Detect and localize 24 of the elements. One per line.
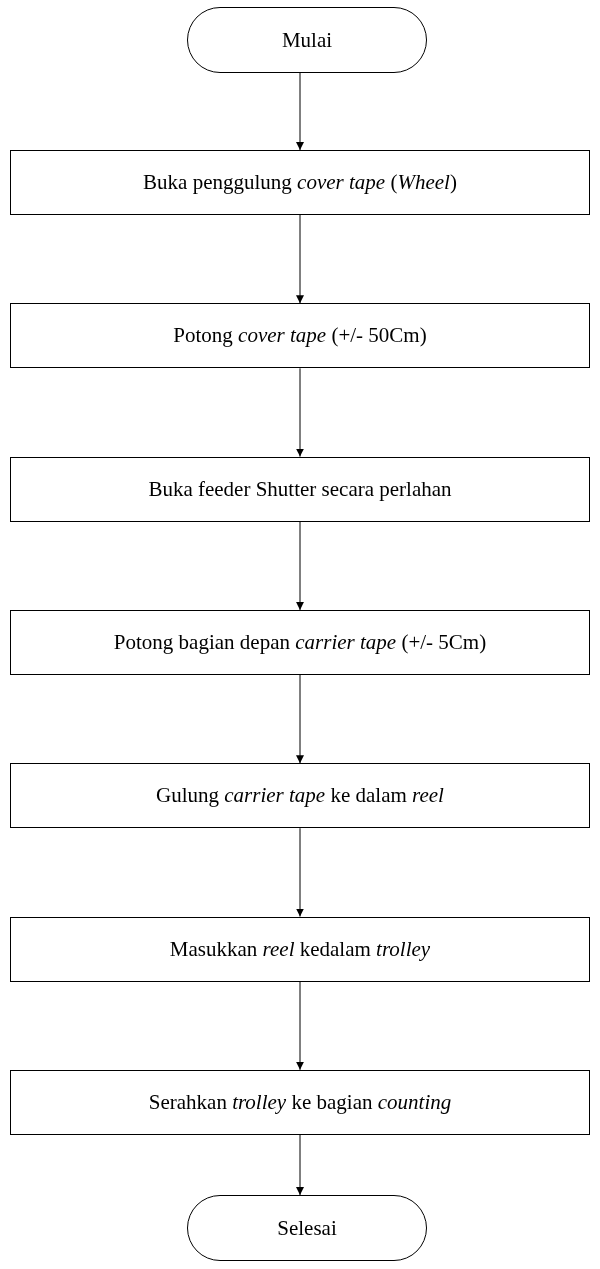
- step-text: Potong cover tape (+/- 50Cm): [173, 323, 427, 349]
- arrow: [296, 1134, 304, 1196]
- arrow: [296, 367, 304, 458]
- step-text: Mulai: [281, 27, 333, 53]
- step-text: Potong bagian depan carrier tape (+/- 5Cm): [113, 629, 487, 655]
- step-text: Buka feeder Shutter secara perlahan: [148, 476, 452, 502]
- arrow: [296, 72, 304, 151]
- arrow: [296, 674, 304, 764]
- process-box: [10, 150, 590, 215]
- step-text: Selesai: [277, 1215, 337, 1241]
- arrow: [296, 521, 304, 611]
- process-box: [10, 916, 590, 982]
- step-text: Buka penggulung cover tape (Wheel): [143, 170, 457, 195]
- arrow: [296, 214, 304, 304]
- process-box: [10, 609, 590, 675]
- process-box: [10, 763, 590, 829]
- step-text: Serahkan trolley ke bagian counting: [148, 1089, 452, 1115]
- process-box: [10, 303, 590, 369]
- arrow: [296, 827, 304, 917]
- step-text: Masukkan reel kedalam trolley: [169, 936, 431, 962]
- process-box: [10, 456, 590, 522]
- process-box: [10, 1069, 590, 1135]
- arrow: [296, 981, 304, 1071]
- step-text: Gulung carrier tape ke dalam reel: [156, 783, 444, 809]
